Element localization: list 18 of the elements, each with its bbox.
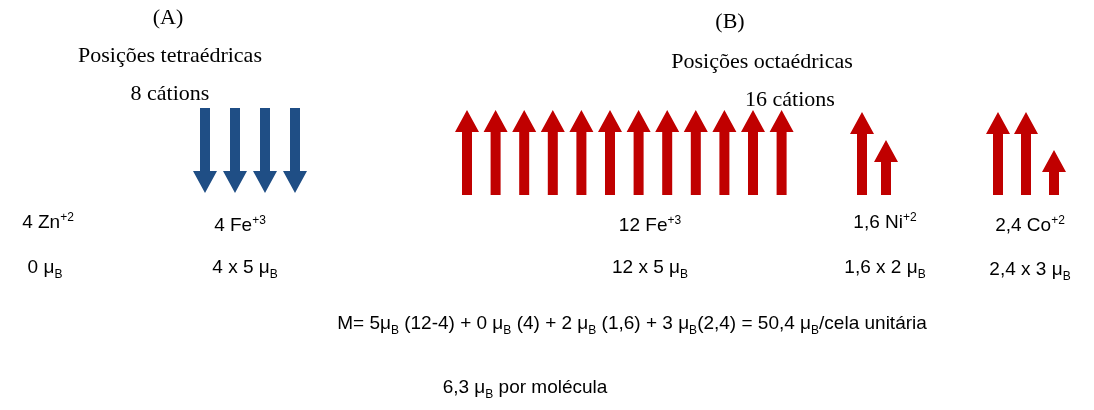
panel-label: (B) (715, 8, 745, 34)
panel-label: (A) (152, 4, 184, 30)
ion-label: 4 Zn$^{+2}$ (22, 210, 74, 234)
moment-value: 12 x 5 μ$_{B}$ (612, 256, 688, 281)
site-label: Posições octaédricas (671, 48, 853, 74)
ion-label: 2,4 Co$^{+2}$ (995, 213, 1065, 237)
ion-label: 1,6 Ni$^{+2}$ (853, 210, 917, 234)
ion-label: 12 Fe$^{+3}$ (618, 213, 682, 237)
site-label: Posições tetraédricas (78, 42, 262, 68)
formula-text: M= 5μ$_{B}$ (12-4) + 0 μ$_{B}$ (4) + 2 μ$_{B}$ (1,6) + 3 μ$_{B}$(2,4) = 50,4 μ$_{B}$/cela unitária (337, 312, 927, 337)
cation-count: 16 cátions (745, 86, 835, 112)
ion-label: 4 Fe$^{+3}$ (214, 213, 266, 237)
moment-value: 4 x 5 μ$_{B}$ (212, 256, 278, 281)
moment-value: 0 μ$_{B}$ (27, 256, 63, 281)
cation-count: 8 cátions (130, 80, 210, 106)
moment-value: 1,6 x 2 μ$_{B}$ (844, 256, 926, 281)
result-text: 6,3 μ$_{B}$ por molécula (442, 376, 608, 401)
moment-value: 2,4 x 3 μ$_{B}$ (989, 258, 1071, 283)
